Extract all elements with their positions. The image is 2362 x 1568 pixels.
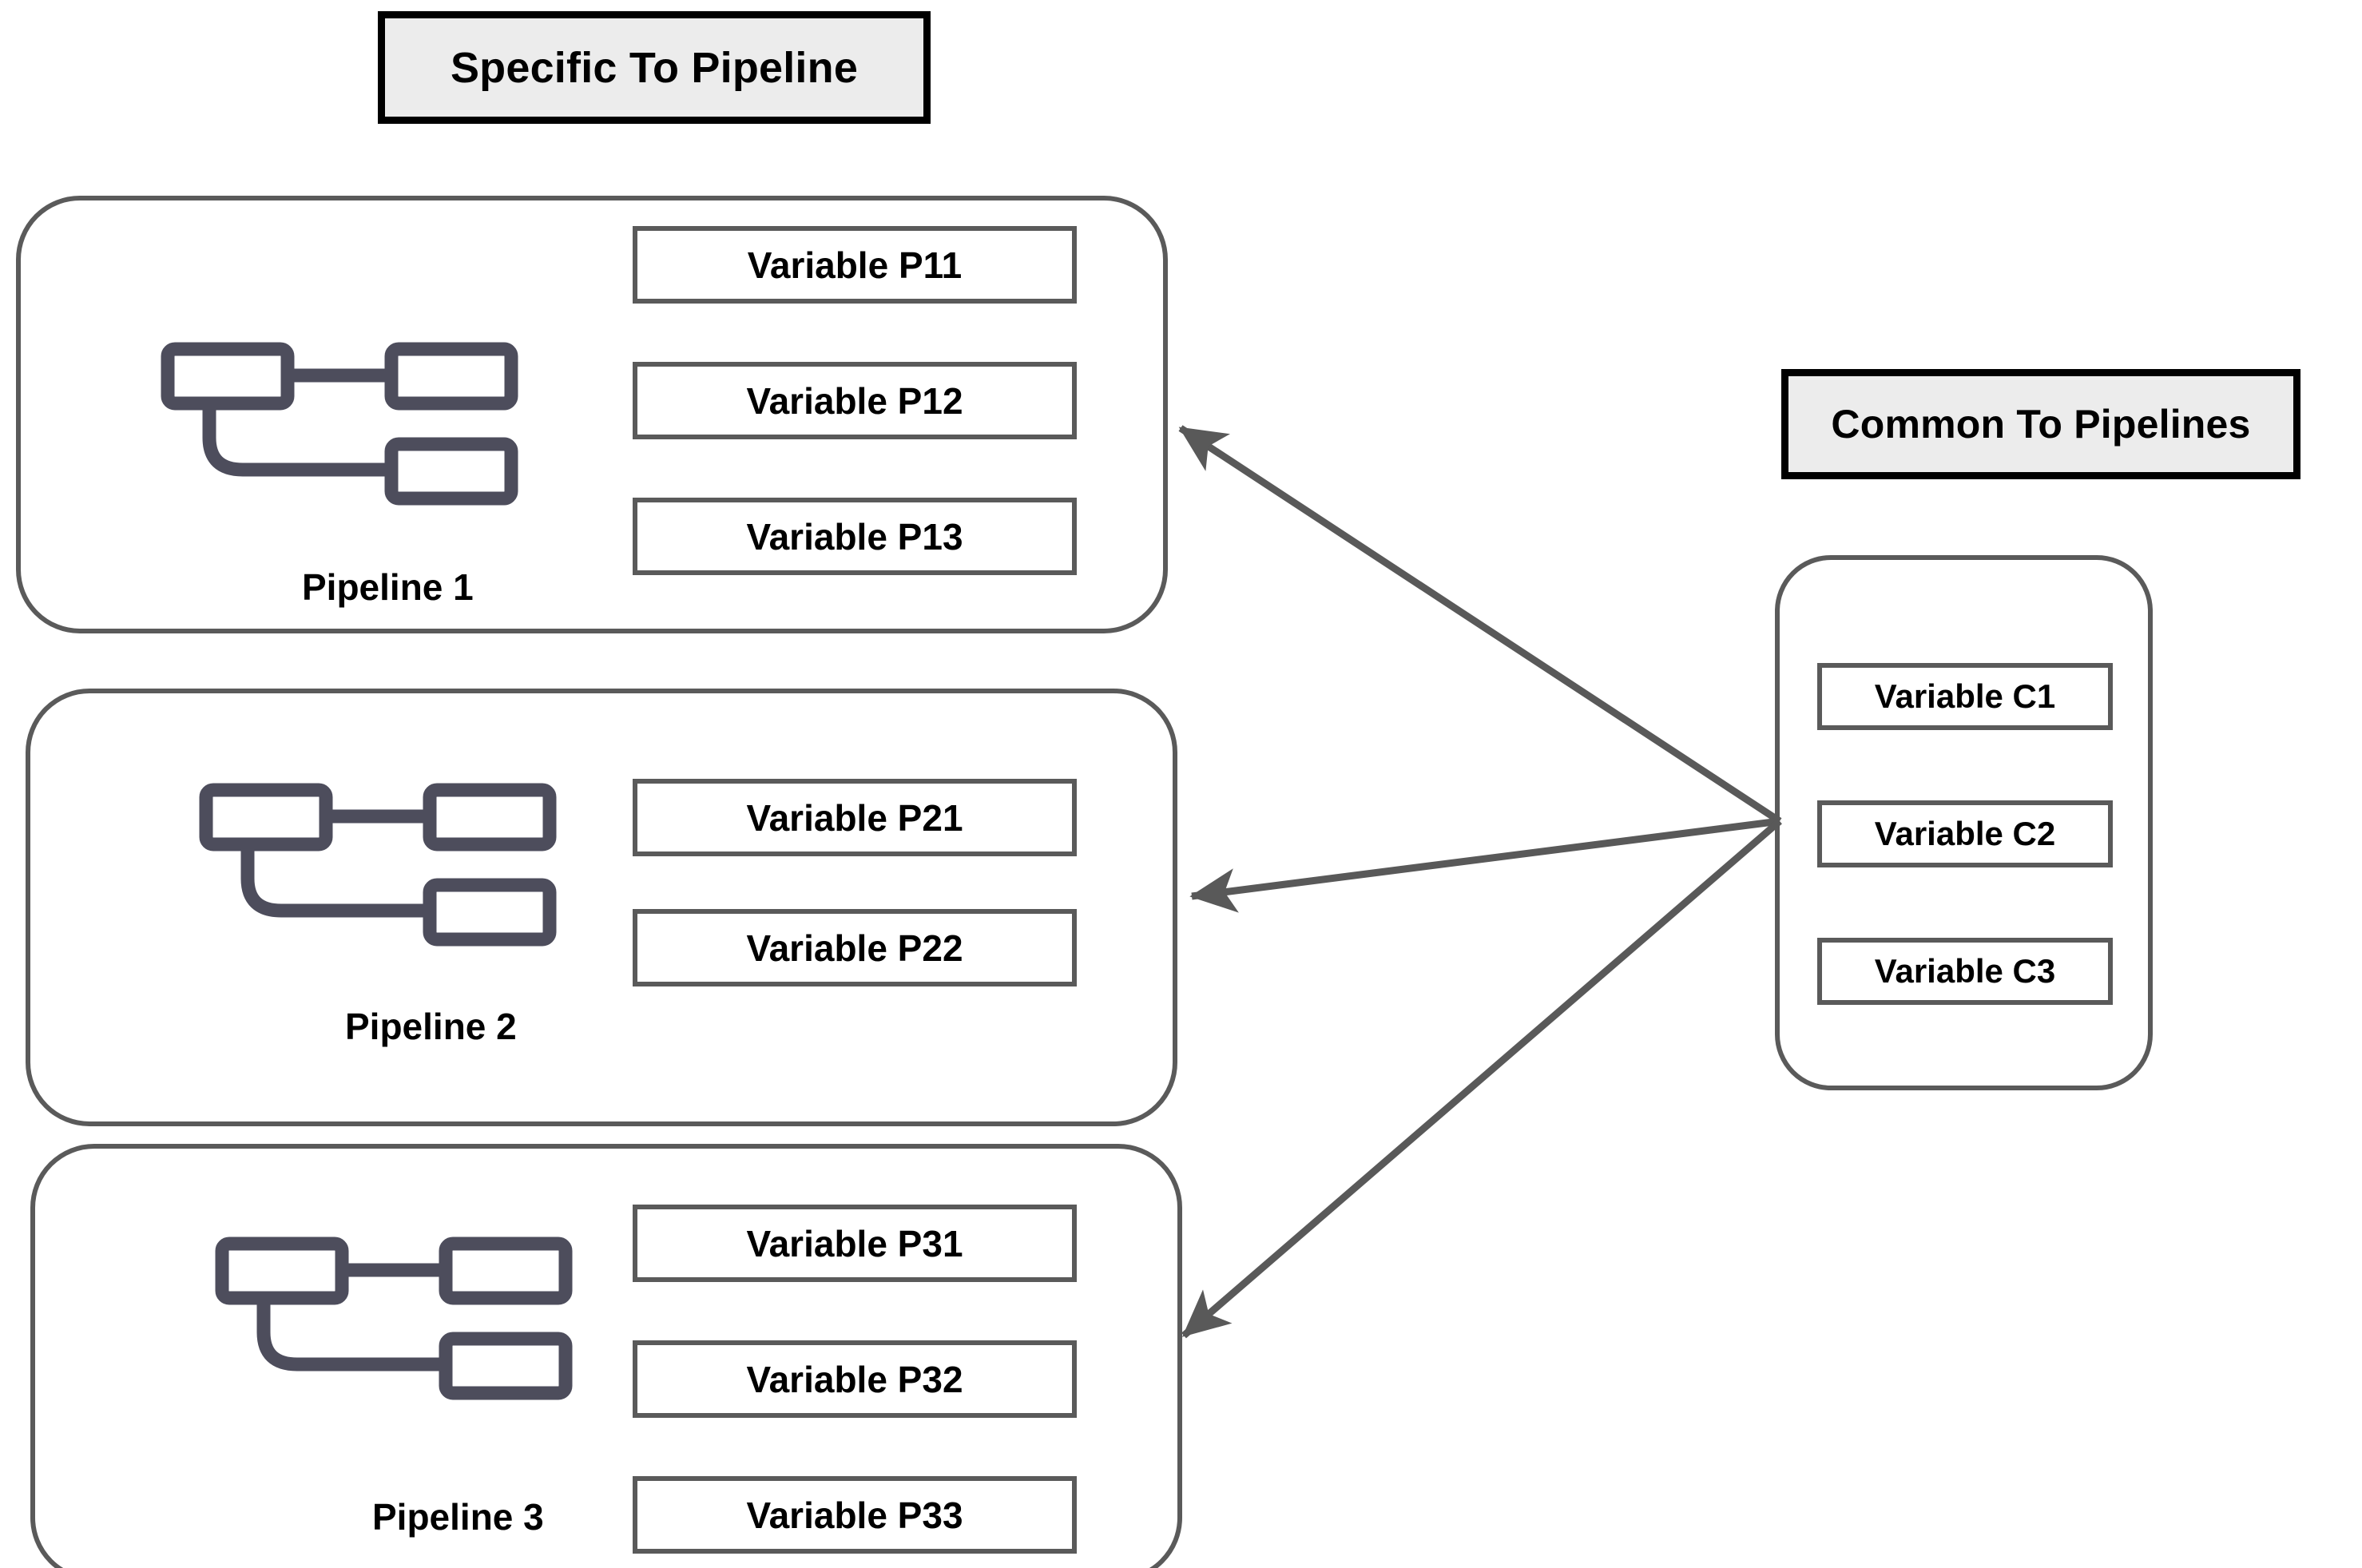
pipeline-2-label: Pipeline 2 <box>345 1006 517 1047</box>
pipeline-flow-icon <box>214 1237 574 1412</box>
variable-chip-c2[interactable]: Variable C2 <box>1817 800 2113 867</box>
pipeline-1-label: Pipeline 1 <box>302 566 474 608</box>
variable-chip-p21[interactable]: Variable P21 <box>633 779 1077 856</box>
variable-chip-p32[interactable]: Variable P32 <box>633 1340 1077 1418</box>
pipeline-flow-icon <box>198 783 558 959</box>
section-title-specific-to-pipeline: Specific To Pipeline <box>378 11 931 124</box>
variable-chip-p33[interactable]: Variable P33 <box>633 1476 1077 1554</box>
variable-chip-c1[interactable]: Variable C1 <box>1817 663 2113 730</box>
pipeline-2-container <box>26 689 1177 1126</box>
arrow-common-to-pipeline-3 <box>1181 818 1782 1339</box>
variable-chip-p31[interactable]: Variable P31 <box>633 1205 1077 1282</box>
variable-chip-p12[interactable]: Variable P12 <box>633 362 1077 439</box>
section-title-common-to-pipelines: Common To Pipelines <box>1781 369 2300 479</box>
arrow-common-to-pipeline-1 <box>1178 425 1782 824</box>
pipeline-3-label: Pipeline 3 <box>372 1496 544 1538</box>
variable-chip-p11[interactable]: Variable P11 <box>633 226 1077 304</box>
variable-chip-p22[interactable]: Variable P22 <box>633 909 1077 986</box>
arrow-common-to-pipeline-2 <box>1189 817 1780 913</box>
variable-chip-p13[interactable]: Variable P13 <box>633 498 1077 575</box>
pipeline-flow-icon <box>160 342 519 518</box>
variable-chip-c3[interactable]: Variable C3 <box>1817 938 2113 1005</box>
